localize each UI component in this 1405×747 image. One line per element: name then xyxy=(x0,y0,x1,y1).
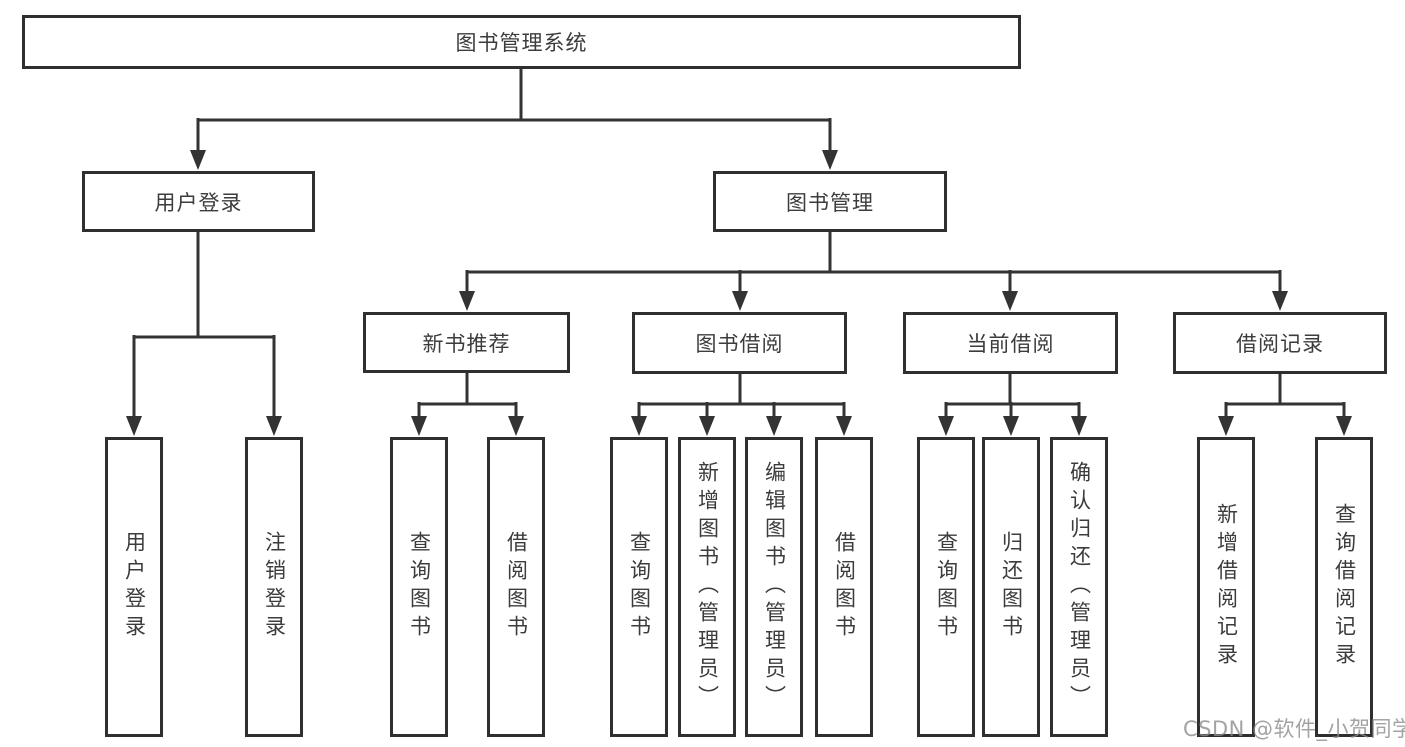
node-leaf-edit-book-admin: 编辑图书（管理员） xyxy=(745,437,803,737)
leaf-label: 查询借阅记录 xyxy=(1332,503,1357,671)
node-leaf-borrow-books-1: 借阅图书 xyxy=(487,437,545,737)
edge-book-management-children xyxy=(465,232,1282,293)
node-root-library-system: 图书管理系统 xyxy=(22,15,1021,69)
node-leaf-query-books-2: 查询图书 xyxy=(610,437,668,737)
node-leaf-return-books: 归还图书 xyxy=(982,437,1040,737)
node-leaf-logout: 注销登录 xyxy=(245,437,303,737)
node-leaf-add-book-admin: 新增图书（管理员） xyxy=(678,437,736,737)
node-leaf-borrow-books-2: 借阅图书 xyxy=(815,437,873,737)
arrow-user-login-leaf xyxy=(126,416,142,436)
edge-root-to-level2 xyxy=(196,68,832,152)
leaf-label: 确认归还（管理员） xyxy=(1067,461,1092,713)
arrow-book-borrow xyxy=(732,291,748,311)
node-borrow-records: 借阅记录 xyxy=(1173,312,1387,374)
edge-book-borrow-children xyxy=(637,373,846,418)
node-book-management: 图书管理 xyxy=(713,171,947,232)
node-book-borrow: 图书借阅 xyxy=(632,312,847,374)
leaf-label: 新增借阅记录 xyxy=(1214,503,1239,671)
arrow-borrow-records xyxy=(1272,291,1288,311)
edge-current-borrow-children xyxy=(944,373,1081,418)
leaf-label: 查询图书 xyxy=(934,531,959,643)
node-leaf-user-login: 用户登录 xyxy=(105,437,163,737)
arrow-new-book-recommend xyxy=(459,291,475,311)
leaf-label: 查询图书 xyxy=(627,531,652,643)
leaf-label: 归还图书 xyxy=(999,531,1024,643)
node-current-borrow: 当前借阅 xyxy=(903,312,1118,374)
node-new-book-recommend: 新书推荐 xyxy=(363,312,570,373)
leaf-label: 借阅图书 xyxy=(504,531,529,643)
arrow-logout-leaf xyxy=(266,416,282,436)
arrow-book-management xyxy=(822,150,838,170)
leaf-label: 编辑图书（管理员） xyxy=(762,461,787,713)
leaf-label: 借阅图书 xyxy=(832,531,857,643)
node-leaf-query-books-1: 查询图书 xyxy=(390,437,448,737)
node-leaf-confirm-return-admin: 确认归还（管理员） xyxy=(1050,437,1108,737)
node-leaf-query-borrow-record: 查询借阅记录 xyxy=(1315,437,1373,737)
leaf-label: 用户登录 xyxy=(122,531,147,643)
node-leaf-add-borrow-record: 新增借阅记录 xyxy=(1197,437,1255,737)
node-user-login: 用户登录 xyxy=(82,171,315,232)
edge-user-login-children xyxy=(132,232,276,418)
arrow-user-login xyxy=(190,150,206,170)
edge-borrow-records-children xyxy=(1224,373,1346,418)
leaf-label: 注销登录 xyxy=(262,531,287,643)
csdn-watermark: CSDN @软件_小贺同学 xyxy=(1183,717,1405,741)
node-leaf-query-books-3: 查询图书 xyxy=(917,437,975,737)
leaf-label: 新增图书（管理员） xyxy=(695,461,720,713)
arrow-current-borrow xyxy=(1002,291,1018,311)
leaf-label: 查询图书 xyxy=(407,531,432,643)
edge-new-book-recommend-children xyxy=(417,373,518,418)
